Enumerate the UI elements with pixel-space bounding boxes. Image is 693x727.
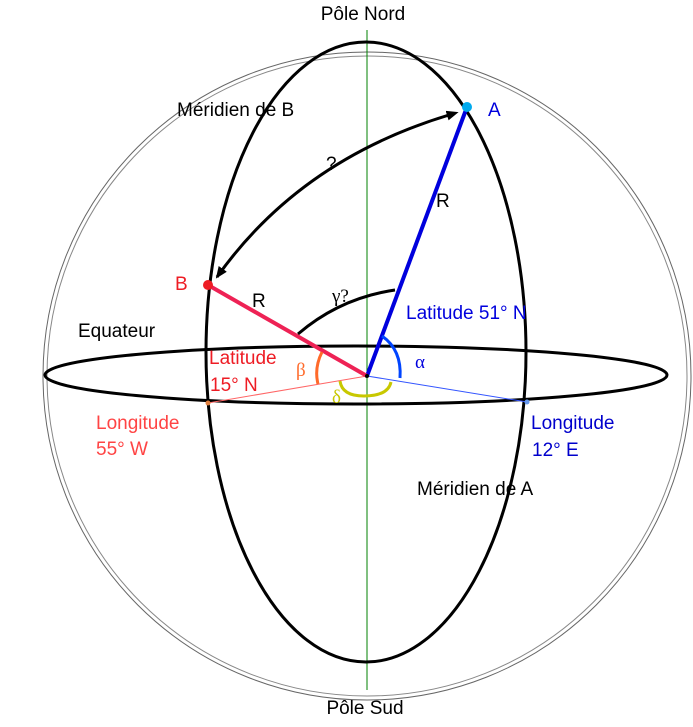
- radius-b-label: R: [252, 291, 266, 312]
- beta-label: β: [296, 360, 306, 381]
- projection-line-b: [207, 375, 368, 404]
- alpha-label: α: [415, 352, 425, 373]
- gamma-label: γ?: [331, 286, 349, 307]
- latitude-b-label-line1: Latitude: [209, 348, 277, 369]
- longitude-b-label-line2: 55° W: [96, 439, 148, 460]
- great-circle-arc: [215, 110, 459, 279]
- latitude-b-label-line2: 15° N: [210, 375, 258, 396]
- radius-a-line: [365, 106, 469, 377]
- equator-ellipse: [43, 344, 669, 406]
- point-b-label: B: [175, 274, 188, 295]
- meridian-b-label: Méridien de B: [177, 100, 294, 121]
- alpha-arc: [381, 334, 402, 379]
- delta-label: δ: [332, 387, 341, 408]
- longitude-a-dot: [524, 399, 530, 405]
- radius-b-line: [207, 283, 368, 378]
- projection-line-a: [366, 375, 528, 403]
- north-pole-label: Pôle Nord: [321, 4, 406, 25]
- latitude-a-label: Latitude 51° N: [406, 303, 527, 324]
- delta-arc: [338, 380, 393, 398]
- radius-a-label: R: [436, 191, 450, 212]
- longitude-a-label-line2: 12° E: [532, 440, 579, 461]
- gamma-arc: [297, 288, 396, 336]
- point-a-dot: [462, 102, 472, 112]
- center-dot: [365, 374, 369, 378]
- longitude-a-label-line1: Longitude: [531, 413, 614, 434]
- point-b-dot: [203, 280, 213, 290]
- beta-arc: [315, 351, 324, 385]
- equator-label: Equateur: [78, 321, 156, 342]
- longitude-b-label-line1: Longitude: [96, 413, 179, 434]
- longitude-b-dot: [205, 400, 211, 406]
- south-pole-label: Pôle Sud: [326, 698, 403, 719]
- arc-question-label: ?: [326, 154, 337, 175]
- meridian-a-label: Méridien de A: [417, 479, 534, 500]
- point-a-label: A: [488, 100, 501, 121]
